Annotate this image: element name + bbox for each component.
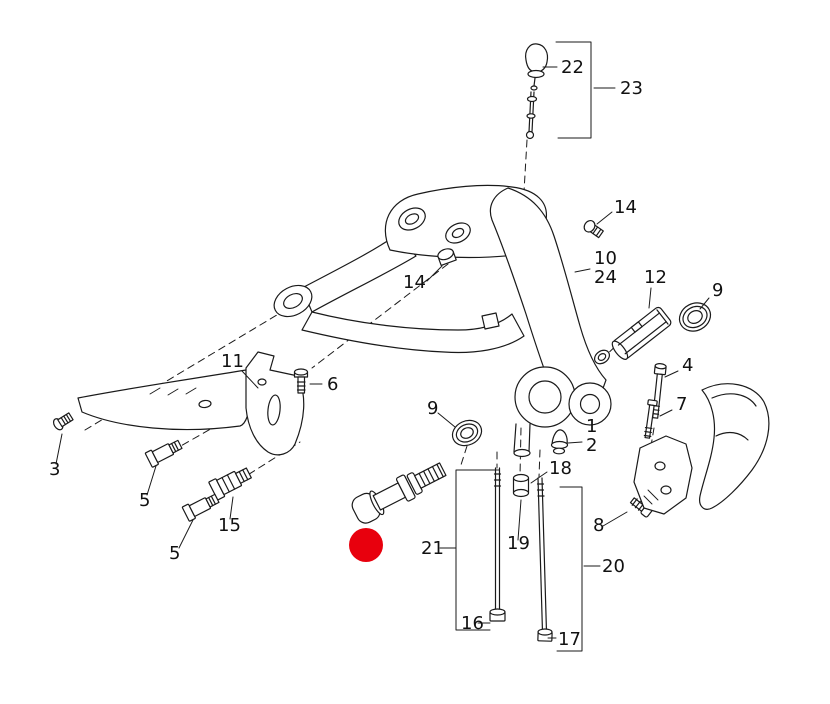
linkage-rod [525,91,538,140]
part-label-8: 8 [593,515,604,536]
part-label-19: 19 [507,533,530,554]
part-label-11: 11 [221,351,244,372]
part-label-1: 1 [586,416,597,437]
spacer-parts-18-19 [512,473,530,498]
bolt-part-14-right [583,219,604,239]
screw-part-3 [52,412,74,431]
part-label-18: 18 [549,458,572,479]
bolt-part-15 [208,467,252,501]
bumpstop-parts-1-2 [550,429,569,455]
part-label-17: 17 [558,629,581,650]
sleeve-part-12 [611,306,672,360]
spacer-part-14-left [437,248,457,267]
red-highlight-dot[interactable] [349,528,383,562]
part-label-9-center: 9 [427,398,438,419]
part-label-16: 16 [461,613,484,634]
part-label-2: 2 [586,435,597,456]
part-label-4: 4 [682,355,693,376]
part-label-21: 21 [421,538,444,559]
part-label-15: 15 [218,515,241,536]
upper-control-arm [273,184,612,458]
part-label-20: 20 [602,556,625,577]
part-label-24: 24 [594,267,617,288]
bolt-part-6 [293,368,309,394]
part-label-14-left: 14 [403,272,426,293]
bearing-part-9-right [678,302,712,332]
part-label-9-right: 9 [712,280,723,301]
part-label-12: 12 [644,267,667,288]
guard-plate [699,383,770,510]
cap-part-22 [525,43,549,91]
part-label-7: 7 [676,394,687,415]
mount-bracket [633,435,693,515]
bolt-part-17 [536,477,553,642]
part-labels: 22 23 14 10 24 12 9 14 11 6 3 5 15 5 9 4… [49,57,723,650]
part-label-23: 23 [620,78,643,99]
part-label-10: 10 [594,248,617,269]
pivot-axle [351,462,447,524]
part-label-5-upper: 5 [139,490,150,511]
bearing-part-9-center [451,419,483,447]
part-label-14-right: 14 [614,197,637,218]
part-label-22: 22 [561,57,584,78]
lower-arm [77,351,305,456]
part-label-3: 3 [49,459,60,480]
bolt-part-16 [489,467,506,622]
bolt-part-5-upper [144,439,183,468]
bolt-part-5-lower [181,493,220,522]
part-label-5-lower: 5 [169,543,180,564]
leader-lines [55,41,710,652]
part-label-6: 6 [327,374,338,395]
pin-part-7 [643,399,658,439]
bolt-part-4 [652,363,667,419]
